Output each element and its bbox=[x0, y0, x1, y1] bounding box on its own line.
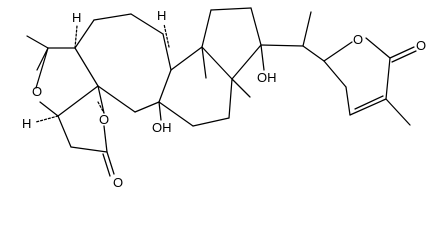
seven-ring-bonds bbox=[74, 13, 172, 113]
bond bbox=[134, 101, 160, 113]
methyl-bond bbox=[231, 78, 251, 98]
bond bbox=[97, 101, 105, 114]
stereo-h-bonds bbox=[35, 23, 170, 123]
atom-label-lactone-o: O bbox=[99, 112, 109, 127]
bond bbox=[228, 78, 233, 119]
bond bbox=[70, 146, 108, 153]
pyranone-ring-bonds bbox=[323, 37, 417, 126]
bond bbox=[349, 98, 387, 116]
bond bbox=[97, 85, 105, 114]
bond bbox=[192, 117, 230, 127]
atom-label-pyranone-o: O bbox=[353, 32, 363, 47]
bond bbox=[35, 47, 49, 89]
bond bbox=[260, 44, 304, 47]
bond bbox=[170, 46, 203, 71]
carbonyl-bond bbox=[106, 151, 115, 175]
bond bbox=[57, 115, 72, 148]
bond bbox=[365, 37, 391, 59]
bond bbox=[210, 7, 252, 11]
bond bbox=[302, 45, 325, 62]
methyl-bond bbox=[26, 35, 49, 49]
furan-ring-bonds bbox=[26, 35, 99, 117]
bond bbox=[130, 13, 164, 35]
oh-bond bbox=[260, 44, 265, 71]
bond bbox=[39, 101, 59, 117]
bond bbox=[74, 47, 99, 87]
bond bbox=[201, 9, 212, 48]
bond bbox=[93, 13, 132, 21]
atom-label-h-top-left: H bbox=[72, 10, 81, 25]
bond bbox=[323, 41, 353, 62]
hash-bond bbox=[35, 115, 59, 123]
bond bbox=[162, 33, 172, 71]
bond bbox=[57, 85, 99, 117]
bond bbox=[231, 44, 262, 80]
atom-label-h-bottom-left: H bbox=[22, 116, 31, 131]
hash-bond bbox=[163, 23, 170, 48]
bond bbox=[158, 69, 172, 103]
double-bond-inner bbox=[354, 95, 384, 110]
atom-label-oh-ring: OH bbox=[152, 120, 172, 135]
side-chain-bonds bbox=[260, 11, 325, 62]
bond bbox=[97, 85, 136, 113]
bond bbox=[201, 46, 233, 80]
bond bbox=[385, 57, 391, 100]
bond bbox=[103, 125, 108, 153]
lactone-ring-bonds bbox=[57, 85, 115, 177]
methyl-bond bbox=[201, 46, 207, 79]
methyl-bond bbox=[302, 11, 312, 47]
chemical-structure: O O O OH OH O O H H H bbox=[22, 7, 426, 190]
bond bbox=[345, 86, 351, 116]
hash-bond bbox=[74, 25, 78, 49]
atom-label-h-top-mid: H bbox=[157, 8, 166, 23]
bond bbox=[74, 19, 95, 49]
carbonyl-bond bbox=[389, 46, 415, 59]
carbonyl-bond bbox=[391, 50, 417, 63]
bond bbox=[323, 60, 347, 88]
five-ring-bonds bbox=[201, 7, 265, 98]
atom-label-pyranone-carbonyl-o: O bbox=[416, 38, 426, 53]
atom-label-carbonyl-o: O bbox=[113, 175, 123, 190]
atom-labels: O O O OH OH O O bbox=[32, 32, 426, 190]
atom-label-furan-o: O bbox=[32, 84, 42, 99]
stereo-h-labels: H H H bbox=[22, 8, 166, 131]
methyl-bond bbox=[36, 47, 49, 71]
six-ring-bonds bbox=[158, 46, 233, 127]
oh-bond bbox=[158, 101, 162, 121]
atom-label-oh-side: OH bbox=[257, 70, 277, 85]
methyl-bond bbox=[385, 98, 411, 126]
bond bbox=[158, 101, 194, 127]
bond bbox=[250, 7, 262, 46]
carbonyl-bond bbox=[102, 153, 111, 177]
